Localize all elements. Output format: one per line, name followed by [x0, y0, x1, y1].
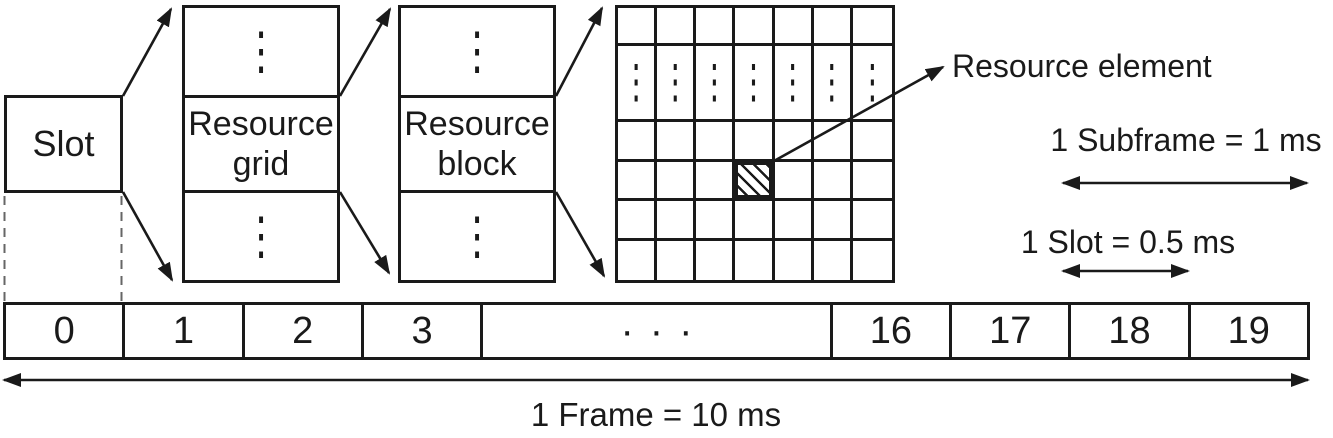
matrix-cell — [774, 161, 814, 201]
timeline-slot-17: 17 — [952, 305, 1072, 357]
timeline-slot-3: 3 — [364, 305, 484, 357]
matrix-cell — [813, 201, 853, 241]
matrix-cell — [852, 122, 892, 162]
vertical-ellipsis: ⋮ — [458, 208, 496, 265]
matrix-cell — [696, 201, 736, 241]
matrix-cell: ⋮ — [813, 46, 853, 122]
matrix-cell — [735, 8, 775, 46]
matrix-cell — [852, 8, 892, 46]
matrix-cell — [735, 240, 775, 280]
arrow-block-to-matrix-bottom — [554, 191, 606, 278]
timeline-slot-16: 16 — [833, 305, 953, 357]
matrix-cell — [618, 240, 658, 280]
arrow-slot-to-grid-bottom — [121, 191, 174, 282]
matrix-cell — [696, 240, 736, 280]
matrix-cell — [814, 240, 853, 280]
timeline-collapsed-slots: ··· — [483, 305, 833, 357]
subframe-duration-label: 1 Subframe = 1 ms — [1050, 122, 1322, 158]
matrix-cell — [696, 122, 736, 162]
matrix-cell — [813, 8, 853, 46]
timeline-slot-1: 1 — [125, 305, 245, 357]
vertical-ellipsis: ⋮ — [242, 23, 280, 80]
timeline-slot-19: 19 — [1227, 309, 1270, 352]
vertical-ellipsis: ⋮ — [777, 56, 808, 108]
matrix-cell — [618, 201, 658, 241]
matrix-cell — [657, 201, 697, 241]
matrix-cell — [657, 8, 697, 46]
matrix-cell — [696, 161, 736, 201]
resource-grid-bottom-section: ⋮ — [185, 193, 337, 280]
matrix-cell — [853, 241, 892, 281]
resource-grid-top-section: ⋮ — [185, 8, 337, 95]
matrix-cell — [735, 201, 775, 241]
matrix-cell: ⋮ — [774, 46, 814, 122]
matrix-cell — [774, 122, 814, 162]
arrow-slot-to-grid-top — [121, 7, 173, 97]
arrow-grid-to-block-top — [338, 7, 392, 97]
resource-element-matrix: ⋮⋮⋮⋮⋮⋮⋮ — [615, 5, 895, 283]
vertical-ellipsis: ⋮ — [242, 208, 280, 265]
resource-block-bottom-section: ⋮ — [401, 193, 553, 280]
frame-duration-label: 1 Frame = 10 ms — [530, 396, 782, 433]
resource-block-label: Resource block — [401, 95, 553, 193]
slot-duration-label: 1 Slot = 0.5 ms — [1020, 224, 1236, 260]
matrix-cell — [657, 122, 697, 162]
matrix-cell — [852, 201, 892, 241]
matrix-cell — [618, 161, 658, 201]
matrix-cell — [775, 240, 814, 280]
vertical-ellipsis: ⋮ — [621, 56, 652, 108]
slot-box-label: Slot — [32, 123, 95, 164]
resource-grid-box: ⋮ Resource grid ⋮ — [182, 5, 340, 283]
timeline-slot-2: 2 — [245, 305, 364, 357]
matrix-cell — [618, 122, 658, 162]
matrix-cell — [618, 8, 658, 46]
vertical-ellipsis: ⋮ — [458, 23, 496, 80]
matrix-cell: ⋮ — [735, 46, 775, 122]
matrix-cell — [696, 8, 736, 46]
arrow-grid-to-block-bottom — [338, 191, 391, 275]
slot-box: Slot — [4, 95, 123, 193]
timeline-slot-0: 0 — [6, 305, 126, 357]
resource-block-top-section: ⋮ — [401, 8, 553, 95]
matrix-cell: ⋮ — [696, 46, 736, 122]
matrix-cell — [852, 162, 892, 201]
vertical-ellipsis: ⋮ — [660, 56, 691, 108]
matrix-cell — [735, 122, 775, 162]
matrix-cell — [774, 8, 814, 46]
matrix-cell — [774, 201, 814, 241]
matrix-cell — [657, 161, 697, 201]
resource-element-cell — [735, 161, 775, 201]
matrix-cell — [813, 122, 853, 162]
vertical-ellipsis: ⋮ — [816, 56, 847, 108]
resource-grid-label: Resource grid — [185, 95, 337, 193]
resource-element-label: Resource element — [952, 48, 1212, 84]
matrix-cell: ⋮ — [852, 46, 892, 122]
matrix-cell — [813, 161, 853, 201]
matrix-cell: ⋮ — [618, 46, 658, 122]
vertical-ellipsis: ⋮ — [699, 56, 730, 108]
matrix-cell: ⋮ — [657, 46, 697, 122]
arrow-block-to-matrix-top — [554, 6, 604, 97]
matrix-cell — [657, 240, 697, 280]
timeline-slot-18: 18 — [1071, 305, 1191, 357]
vertical-ellipsis: ⋮ — [738, 56, 769, 108]
vertical-ellipsis: ⋮ — [857, 56, 888, 108]
resource-block-box: ⋮ Resource block ⋮ — [398, 5, 556, 283]
